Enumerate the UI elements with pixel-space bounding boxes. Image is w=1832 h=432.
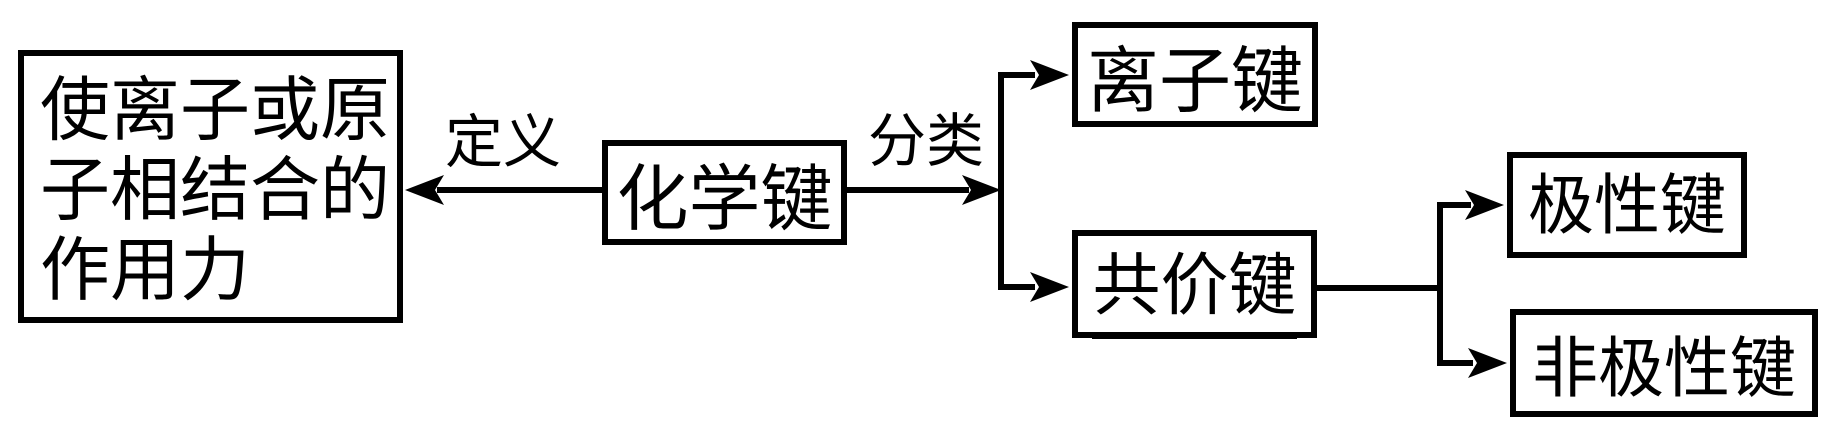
node-nonpolar-bond-label: 非极性键 (1532, 333, 1796, 406)
node-ionic-bond-label: 离子键 (1086, 42, 1303, 122)
definition-text-line2: 子相结合的 (40, 153, 390, 230)
arrowhead-left-icon (405, 175, 444, 205)
arrowhead-nonpolar-icon (1468, 348, 1507, 378)
definition-text-line1: 使离子或原 (40, 73, 390, 150)
node-ionic-bond: 离子键 (1072, 22, 1318, 127)
node-chemical-bond-label: 化学键 (616, 160, 833, 240)
definition-text-line3: 作用力 (40, 233, 250, 310)
node-polar-bond-label: 极性键 (1528, 152, 1726, 258)
node-polar-bond: 极性键 (1507, 152, 1747, 258)
classification-edge-label: 分类 (867, 109, 984, 174)
node-covalent-bond: 共价键 (1072, 230, 1317, 339)
node-nonpolar-bond: 非极性键 (1510, 309, 1818, 417)
node-chemical-bond: 化学键 (602, 140, 847, 245)
definition-edge-label: 定义 (444, 110, 561, 175)
arrowhead-polar-icon (1465, 190, 1504, 220)
arrowhead-covalent-icon (1030, 272, 1069, 302)
arrowhead-ionic-icon (1030, 60, 1069, 90)
definition-box: 使离子或原 子相结合的 作用力 (18, 50, 403, 323)
node-covalent-bond-label: 共价键 (1092, 230, 1297, 339)
arrowhead-right-icon (962, 175, 1001, 205)
